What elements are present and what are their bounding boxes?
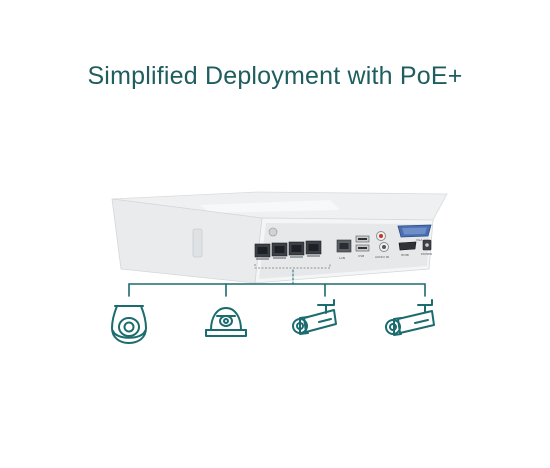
lan-label: LAN (339, 256, 345, 260)
vga-label: VGA (416, 238, 423, 242)
hdmi-label: HDMI (401, 253, 409, 257)
bullet-camera-icon (385, 299, 435, 336)
audio-label: AUDIO IN (375, 255, 389, 259)
ground-screw (268, 227, 278, 237)
usb-ports: USB (355, 235, 370, 258)
turret-camera-icon (111, 305, 147, 344)
side-vent (192, 228, 203, 258)
poe-ports (254, 240, 322, 260)
dome-camera-icon (205, 307, 247, 337)
bullet-camera-icon (292, 299, 337, 335)
hdmi-port: HDMI (398, 241, 417, 257)
nvr-device: LAN USB AUDIO IN VGA HDMI (111, 191, 448, 284)
power-port: POWER (421, 239, 432, 256)
connection-lines (128, 269, 426, 297)
vga-port: VGA (397, 224, 432, 242)
usb-label: USB (358, 254, 364, 258)
power-label: POWER (421, 252, 432, 256)
lan-port: LAN (336, 239, 352, 260)
poe-group-bracket (254, 264, 331, 269)
audio-ports: AUDIO IN (375, 231, 389, 259)
page-title: Simplified Deployment with PoE+ (87, 62, 463, 90)
